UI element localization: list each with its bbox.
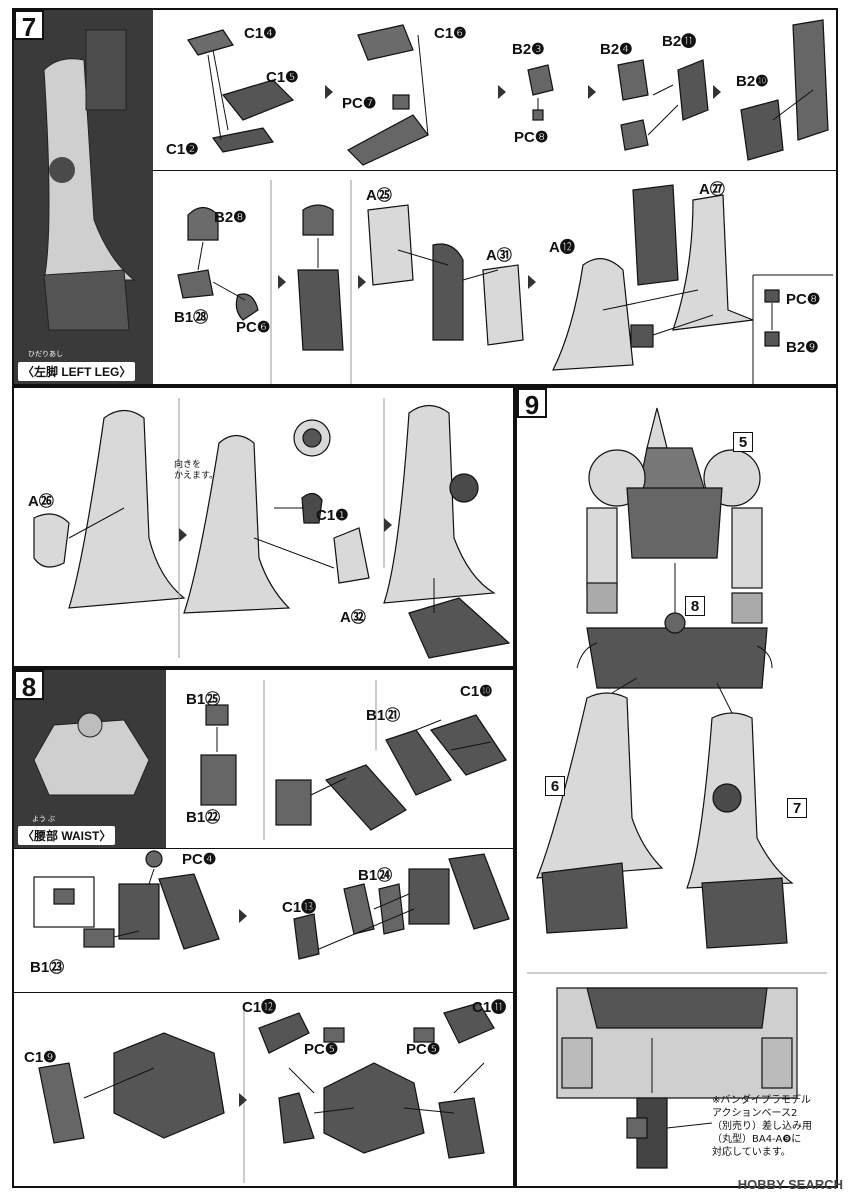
ref-7: 7 (787, 798, 807, 818)
label-a-25: A㉕ (366, 187, 392, 204)
step7-row-divider (153, 170, 836, 171)
label-c1-1: C1❶ (316, 507, 349, 524)
action-base-note: ※バンダイプラモデル アクションベース2 （別売り）差し込み用 （丸型）BA4-… (712, 1095, 812, 1158)
label-b1-28: B1㉘ (174, 309, 209, 326)
left-leg-ruby: ひだりあし (28, 351, 63, 358)
step-number: 8 (14, 670, 44, 702)
label-b2-10: B2❿ (736, 73, 769, 90)
label-pc-5-a: PC❺ (304, 1041, 339, 1058)
label-pc-5-b: PC❺ (406, 1041, 441, 1058)
step-number: 7 (14, 10, 44, 42)
caption-en: LEFT LEG〉 (58, 365, 132, 379)
label-c1-10: C1❿ (460, 683, 493, 700)
label-c1-13: C1⓭ (282, 899, 317, 916)
step7-top-panel: 7 〈左脚 LEFT LEG〉 ひだりあし (12, 8, 838, 386)
label-b1-25: B1㉕ (186, 691, 221, 708)
label-pc-4: PC❹ (182, 851, 217, 868)
left-leg-photo: 〈左脚 LEFT LEG〉 ひだりあし (14, 10, 153, 384)
label-b2-8: B2❽ (214, 209, 247, 226)
label-a-32: A㉜ (340, 609, 366, 626)
ref-5: 5 (733, 432, 753, 452)
step9-panel: 9 (515, 386, 838, 1188)
step9-full-assembly-drawing (527, 407, 827, 1169)
step8-row2-drawing (33, 850, 510, 960)
ref-6: 6 (545, 776, 565, 796)
step8-row3-drawing (38, 1002, 495, 1183)
turn-note: 向きを かえます。 (174, 460, 219, 481)
label-c1-12: C1⓬ (242, 999, 277, 1016)
step7-row1-drawing (187, 19, 829, 166)
step7-leg-assembly-drawing (33, 398, 511, 659)
label-b1-22: B1㉒ (186, 809, 221, 826)
step-number: 9 (517, 388, 547, 420)
ref-8: 8 (685, 596, 705, 616)
step8-row1-drawing (200, 680, 507, 840)
label-c1-6: C1❻ (434, 25, 467, 42)
waist-caption: 〈腰部 WAIST〉 (18, 826, 116, 845)
label-a-31: A㉛ (486, 247, 512, 264)
label-a-12: A⓬ (549, 239, 575, 256)
label-b2-3: B2❸ (512, 41, 545, 58)
caption-jp: 〈左脚 (22, 365, 59, 379)
hobby-search-watermark: HOBBY SEARCH (738, 1177, 843, 1192)
label-a-26: A㉖ (28, 493, 54, 510)
label-pc-8-a: PC❽ (514, 129, 549, 146)
caption-jp: 〈腰部 (22, 829, 59, 843)
watermark-text: HOBBY SEARCH (737, 1177, 843, 1192)
label-pc-6: PC❻ (236, 319, 271, 336)
label-b1-21: B1㉑ (366, 707, 401, 724)
label-b2-9: B2❾ (786, 339, 819, 356)
label-c1-11: C1⓫ (472, 999, 507, 1016)
step8-panel: 8 〈腰部 WAIST〉 よう ぶ B1 (12, 668, 515, 1188)
waist-ruby: よう ぶ (32, 816, 55, 823)
step8-divider-2 (14, 992, 513, 993)
step7-row2-drawing (177, 180, 833, 384)
label-c1-5: C1❺ (266, 69, 299, 86)
step8-divider-1 (14, 848, 513, 849)
label-b2-4: B2❹ (600, 41, 633, 58)
label-b1-24: B1㉔ (358, 867, 393, 884)
label-pc-7: PC❼ (342, 95, 377, 112)
label-c1-4: C1❹ (244, 25, 277, 42)
label-b1-23: B1㉓ (30, 959, 65, 976)
label-b2-11: B2⓫ (662, 33, 697, 50)
label-c1-9: C1❾ (24, 1049, 57, 1066)
label-pc-8-b: PC❽ (786, 291, 821, 308)
label-a-27: A㉗ (699, 181, 725, 198)
caption-en: WAIST〉 (58, 829, 112, 843)
label-c1-2: C1❷ (166, 141, 199, 158)
step7-bottom-panel: A㉖ 向きを かえます。 C1❶ A㉜ (12, 386, 515, 668)
left-leg-caption: 〈左脚 LEFT LEG〉 (18, 362, 136, 381)
